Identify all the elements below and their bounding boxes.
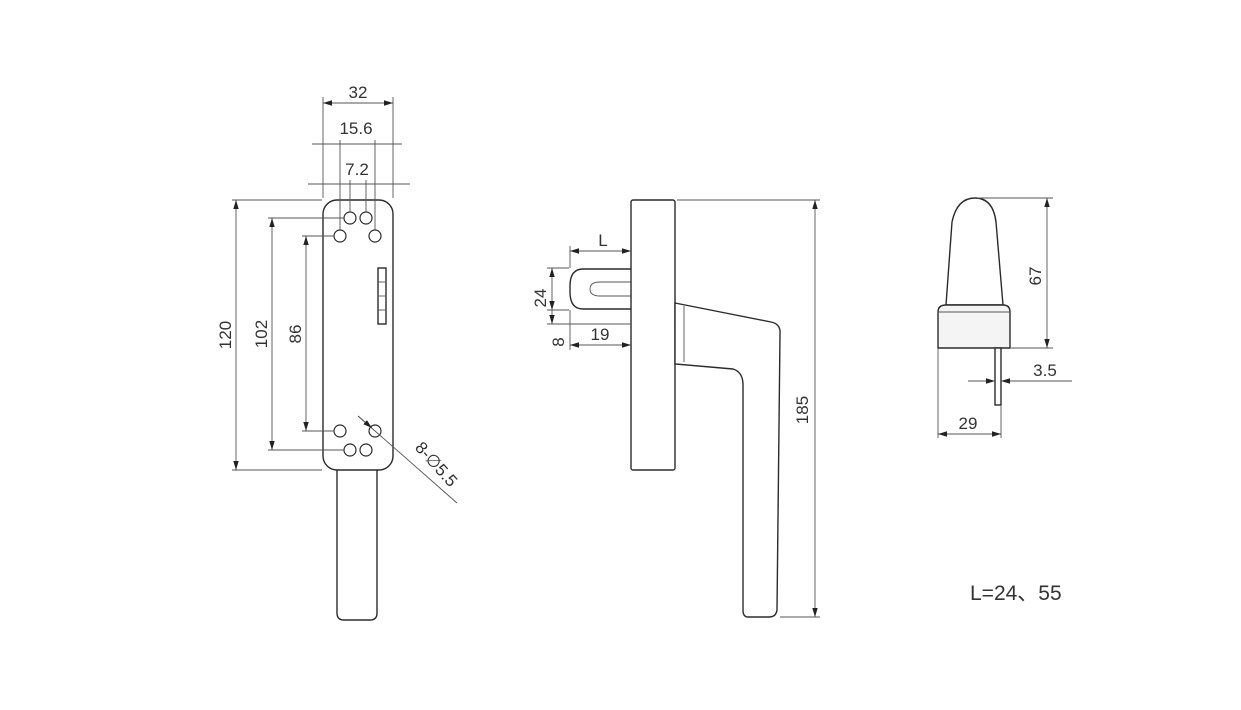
- mount-hole: [343, 211, 357, 225]
- end-base: [937, 304, 1011, 349]
- dim-label-L: L: [598, 231, 607, 250]
- dim-label-32: 32: [349, 83, 368, 102]
- dim-label-19: 19: [591, 325, 610, 344]
- dim-label-67: 67: [1026, 267, 1045, 286]
- mount-hole: [343, 443, 357, 457]
- dim-3-5: 3.5: [968, 361, 1072, 384]
- side-handle-lever: [674, 302, 781, 618]
- mount-hole: [333, 424, 347, 438]
- mount-hole: [333, 229, 347, 243]
- dim-8-19: 8 19: [547, 310, 631, 350]
- dim-29: 29: [937, 349, 1002, 438]
- end-handle-top: [945, 197, 1004, 306]
- dim-width-inner: 7.2: [308, 160, 410, 212]
- end-view: 67 3.5 29: [937, 197, 1072, 438]
- mount-hole: [359, 443, 373, 457]
- dim-label-86: 86: [286, 325, 305, 344]
- side-spindle: [569, 268, 631, 310]
- front-lever: [336, 470, 378, 621]
- length-note: L=24、55: [970, 582, 1062, 605]
- dim-width-total: 32: [322, 83, 394, 198]
- front-base-plate: [322, 199, 394, 471]
- side-view: L 24 8 19 185: [531, 199, 820, 618]
- side-spindle-inner: [589, 281, 631, 297]
- dim-label-15-6: 15.6: [339, 119, 372, 138]
- dim-label-185: 185: [793, 396, 812, 424]
- side-base-plate: [630, 199, 676, 471]
- dim-L: L: [569, 231, 631, 268]
- dim-label-29: 29: [959, 414, 978, 433]
- dim-label-7-2: 7.2: [345, 160, 369, 179]
- dim-label-24: 24: [531, 289, 550, 308]
- dim-width-mid: 15.6: [312, 119, 402, 230]
- dim-height-total: 120: [216, 199, 322, 471]
- dim-185: 185: [677, 199, 820, 618]
- dim-label-8: 8: [549, 337, 568, 346]
- front-view: 32 15.6 7.2 120 102: [216, 83, 461, 621]
- dim-label-holes: 8-∅5.5: [411, 438, 461, 491]
- dim-height-outer-holes: 102: [252, 217, 344, 451]
- mount-hole: [368, 229, 382, 243]
- front-slot: [377, 267, 387, 325]
- end-spindle: [994, 347, 1002, 406]
- dim-label-120: 120: [216, 321, 235, 349]
- dim-label-3-5: 3.5: [1033, 361, 1057, 380]
- dim-height-inner-holes: 86: [286, 235, 334, 432]
- dim-24: 24: [531, 267, 569, 311]
- mount-hole: [359, 211, 373, 225]
- dim-67: 67: [977, 197, 1053, 349]
- dim-label-102: 102: [252, 320, 271, 348]
